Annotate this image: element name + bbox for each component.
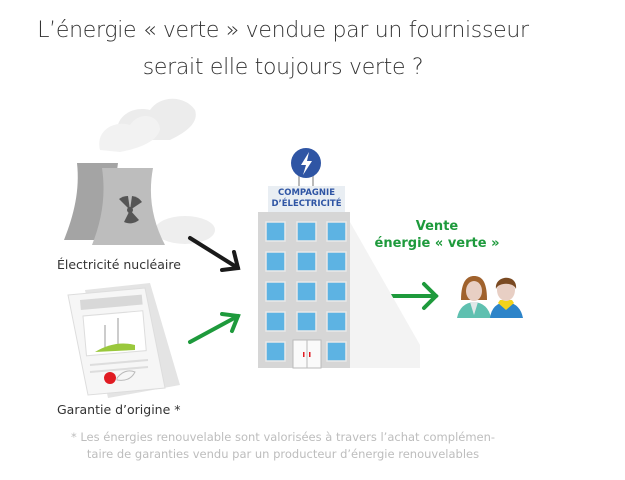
nuclear-plant-icon — [64, 98, 215, 245]
footnote-line-1: * Les énergies renouvelable sont valoris… — [70, 430, 496, 444]
title-line-1: L’énergie « verte » vendue par un fourni… — [37, 18, 529, 43]
company-sign: COMPAGNIE D’ÉLECTRICITÉ — [268, 188, 345, 210]
footnote-line-2: taire de garanties vendu par un producte… — [86, 447, 480, 461]
guarantee-certificate-icon — [67, 283, 180, 398]
sale-label-line-1: Vente — [415, 219, 459, 234]
title-line-2: serait elle toujours verte ? — [142, 55, 424, 80]
company-building-icon — [258, 148, 420, 369]
guarantee-arrow-icon — [188, 312, 241, 344]
company-sign-line-1: COMPAGNIE — [277, 188, 335, 198]
company-sign-line-2: D’ÉLECTRICITÉ — [271, 199, 342, 209]
customers-icon — [457, 276, 523, 318]
nuclear-label: Électricité nucléaire — [57, 257, 181, 272]
sale-label-line-2: énergie « verte » — [374, 236, 500, 251]
guarantee-label: Garantie d’origine * — [57, 402, 181, 417]
nuclear-arrow-icon — [188, 236, 241, 272]
